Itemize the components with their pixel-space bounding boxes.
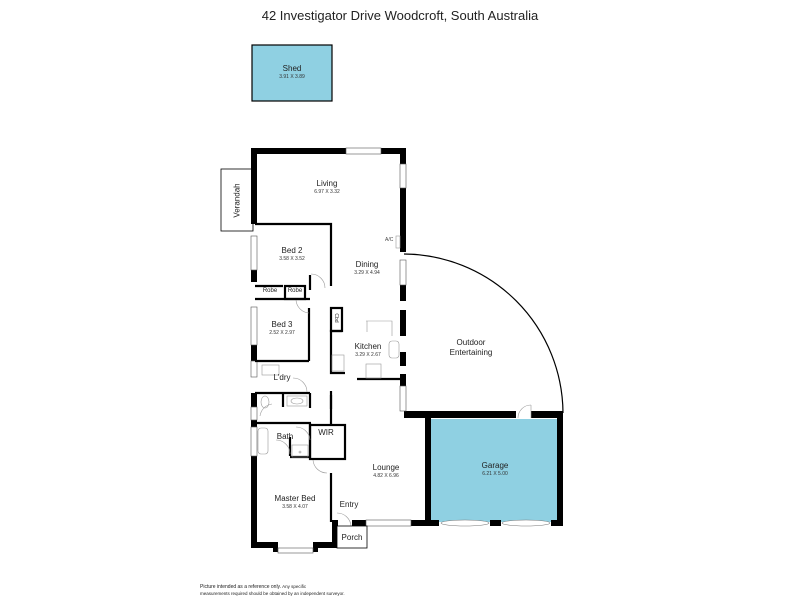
porch [336,525,368,549]
cbd-label: Cbd [333,313,339,323]
verandah-label: Verandah [232,183,242,218]
outdoor-label-1: Outdoor [456,338,486,347]
bed3-dims: 2.52 X 2.97 [269,330,295,336]
dining-dims: 3.29 X 4.94 [354,270,380,276]
outdoor-label-2: Entertaining [449,348,493,357]
bed3-label: Bed 3 [271,320,293,329]
fixtures [257,235,532,527]
garage-doors [440,519,551,527]
laundry-label: L'dry [273,373,291,382]
shed-dims: 3.91 X 3.89 [279,74,305,80]
bed2-label: Bed 2 [281,246,303,255]
robe1-label: Robe [262,288,278,294]
porch-label: Porch [341,533,363,542]
living-label: Living [316,179,338,188]
kitchen-dims: 3.29 X 2.67 [355,352,381,358]
dining-label: Dining [355,260,379,269]
disclaimer-line2: measurements required should be obtained… [200,590,345,596]
wir-label: WIR [318,428,334,437]
disclaimer-bold: Picture intended as a reference only. [200,584,282,590]
outdoor-arc [403,253,564,414]
bath-label: Bath [276,432,294,441]
interior-walls [255,222,402,522]
kitchen-label: Kitchen [354,342,382,351]
bed2-dims: 3.58 X 3.52 [279,256,305,262]
lounge-label: Lounge [372,463,400,472]
garage-dims: 6.21 X 5.00 [482,471,508,477]
page-title: 42 Investigator Drive Woodcroft, South A… [261,8,539,23]
shed [251,44,333,102]
robe2-label: Robe [287,288,303,294]
ac-label: A/C [385,237,394,243]
garage-fill [430,419,558,522]
garage-label: Garage [481,461,509,470]
disclaimer-rest: Any specific [281,584,307,589]
shed-label: Shed [282,64,302,73]
disclaimer: Picture intended as a reference only. An… [200,584,400,596]
master-bed-dims: 3.58 X 4.07 [282,504,308,510]
lounge-dims: 4.82 X 6.96 [373,473,399,479]
entry-label: Entry [339,500,359,509]
windows [250,147,412,554]
exterior-walls [251,148,563,552]
living-dims: 6.97 X 3.32 [314,189,340,195]
master-bed-label: Master Bed [274,494,316,503]
